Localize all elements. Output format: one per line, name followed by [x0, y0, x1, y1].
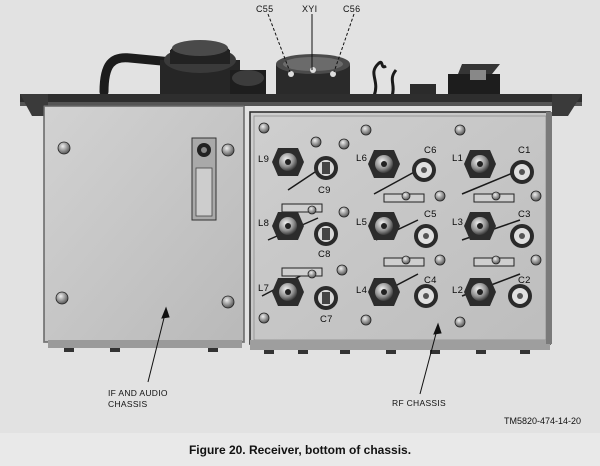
figure-caption: Figure 20. Receiver, bottom of chassis. — [188, 443, 412, 457]
label-l2: L2 — [452, 285, 464, 296]
rf-screws — [258, 122, 542, 328]
label-c9: C9 — [318, 185, 331, 196]
label-c2: C2 — [518, 275, 531, 286]
label-c55: C55 — [256, 4, 274, 14]
label-l9: L9 — [258, 154, 270, 165]
if-screws — [55, 141, 235, 309]
tube-socket-xy1 — [276, 54, 350, 96]
label-c4: C4 — [424, 275, 437, 286]
label-c8: C8 — [318, 249, 331, 260]
trimmer-capacitors — [314, 156, 534, 310]
label-l7: L7 — [258, 283, 270, 294]
label-l4: L4 — [356, 285, 368, 296]
if-audio-label-line1: IF AND AUDIO — [108, 388, 168, 398]
label-c3: C3 — [518, 209, 531, 220]
label-l5: L5 — [356, 217, 368, 228]
coil-nuts — [272, 148, 496, 306]
receiver-chassis-photo — [20, 13, 582, 395]
label-c5: C5 — [424, 209, 437, 220]
label-l6: L6 — [356, 153, 368, 164]
figure-number: TM5820-474-14-20 — [504, 416, 582, 426]
label-c7: C7 — [320, 314, 333, 325]
label-l3: L3 — [452, 217, 464, 228]
figure-photo-area: C55 XYI C56 L9 C9 L8 C8 L7 C7 L6 C6 L5 C… — [20, 4, 582, 410]
knob-assembly — [99, 40, 266, 97]
label-c6: C6 — [424, 145, 437, 156]
if-audio-chassis-label: IF AND AUDIO CHASSIS — [108, 388, 168, 410]
label-c56: C56 — [343, 4, 361, 14]
label-xy1: XYI — [302, 4, 318, 14]
rf-chassis-label: RF CHASSIS — [392, 398, 447, 408]
label-l1: L1 — [452, 153, 464, 164]
label-l8: L8 — [258, 218, 270, 229]
label-c1: C1 — [518, 145, 531, 156]
if-audio-label-line2: CHASSIS — [108, 399, 148, 409]
